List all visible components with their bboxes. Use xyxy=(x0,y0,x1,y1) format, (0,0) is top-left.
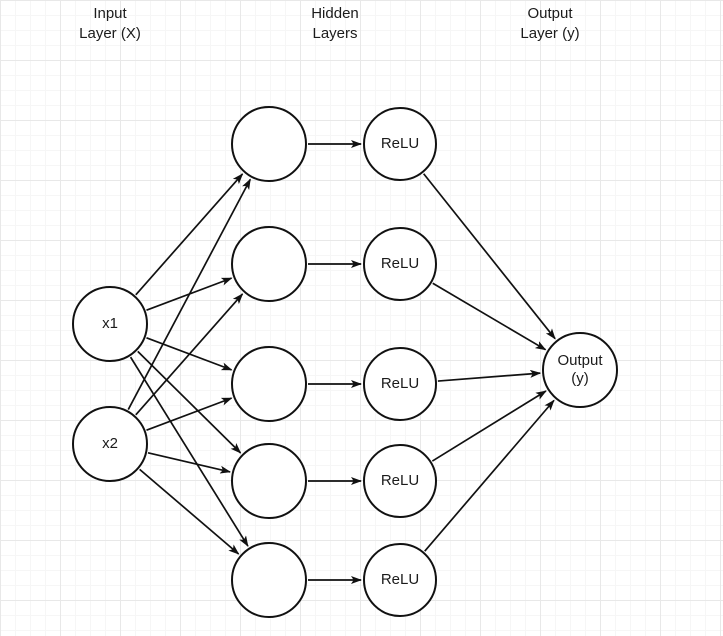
node-r3[interactable]: ReLU xyxy=(363,347,437,421)
node-label-r5: ReLU xyxy=(380,571,420,588)
edge-x2-to-h2 xyxy=(135,293,244,416)
node-label-x1: x1 xyxy=(102,315,118,332)
edge-x2-to-h4 xyxy=(147,452,232,474)
edge-x2-to-h3 xyxy=(146,397,233,432)
edge-r1-to-y xyxy=(423,173,556,340)
node-x1[interactable]: x1 xyxy=(72,286,148,362)
node-h2[interactable] xyxy=(231,226,307,302)
layer-title-input: Input Layer (X) xyxy=(79,5,141,42)
edge-r4-to-y xyxy=(431,390,547,462)
edge-x2-to-h1 xyxy=(127,178,252,410)
node-label-r3: ReLU xyxy=(380,375,420,392)
node-h4[interactable] xyxy=(231,443,307,519)
node-y[interactable]: Output (y) xyxy=(542,332,618,408)
node-r1[interactable]: ReLU xyxy=(363,107,437,181)
node-h1[interactable] xyxy=(231,106,307,182)
node-label-r2: ReLU xyxy=(380,255,420,272)
node-r2[interactable]: ReLU xyxy=(363,227,437,301)
node-r4[interactable]: ReLU xyxy=(363,444,437,518)
edge-r2-to-y xyxy=(432,282,547,351)
edge-r3-to-y xyxy=(437,369,542,382)
node-h5[interactable] xyxy=(231,542,307,618)
node-h3[interactable] xyxy=(231,346,307,422)
node-x2[interactable]: x2 xyxy=(72,406,148,482)
node-label-r1: ReLU xyxy=(380,135,420,152)
edge-x1-to-h1 xyxy=(135,173,244,296)
node-r5[interactable]: ReLU xyxy=(363,543,437,617)
edge-x1-to-h5 xyxy=(129,356,249,547)
edge-x2-to-h5 xyxy=(139,468,240,555)
layer-title-output: Output Layer (y) xyxy=(520,5,580,42)
layer-title-hidden: Hidden Layers xyxy=(311,5,359,42)
node-label-r4: ReLU xyxy=(380,472,420,489)
edge-r5-to-y xyxy=(424,399,555,552)
edge-x1-to-h4 xyxy=(137,350,242,454)
node-label-x2: x2 xyxy=(102,435,118,452)
node-label-y: Output (y) xyxy=(557,352,603,387)
edge-group xyxy=(127,140,556,584)
